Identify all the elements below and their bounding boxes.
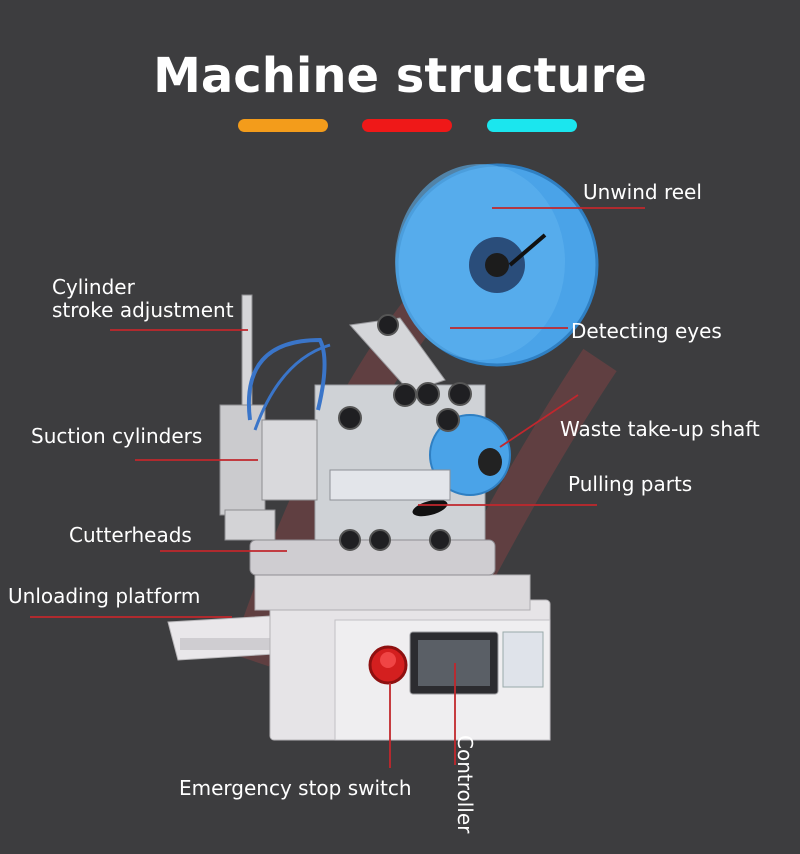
label-emergency-stop-switch: Emergency stop switch [179, 776, 412, 800]
label-pulling-parts: Pulling parts [568, 472, 693, 496]
label-unwind-reel: Unwind reel [583, 180, 702, 204]
controller-screen [418, 640, 490, 686]
label-waste-takeup-shaft: Waste take-up shaft [560, 417, 760, 441]
cutterhead-block [224, 509, 276, 541]
label-detecting-eyes: Detecting eyes [571, 319, 722, 343]
top-deck [254, 574, 531, 611]
label-unloading-platform: Unloading platform [8, 584, 201, 608]
page-title: Machine structure [153, 48, 647, 104]
label-cutterheads: Cutterheads [69, 523, 192, 547]
accent-bar-red [362, 119, 452, 132]
label-cylinder-stroke-adjustment: Cylinder stroke adjustment [52, 275, 234, 322]
label-controller: Controller [453, 735, 477, 834]
guide-rollers [338, 314, 472, 551]
air-hose [246, 337, 327, 421]
accent-bar-cyan [487, 119, 577, 132]
accent-bar-orange [238, 119, 328, 132]
info-plate [502, 631, 544, 688]
label-suction-cylinders: Suction cylinders [31, 424, 203, 448]
